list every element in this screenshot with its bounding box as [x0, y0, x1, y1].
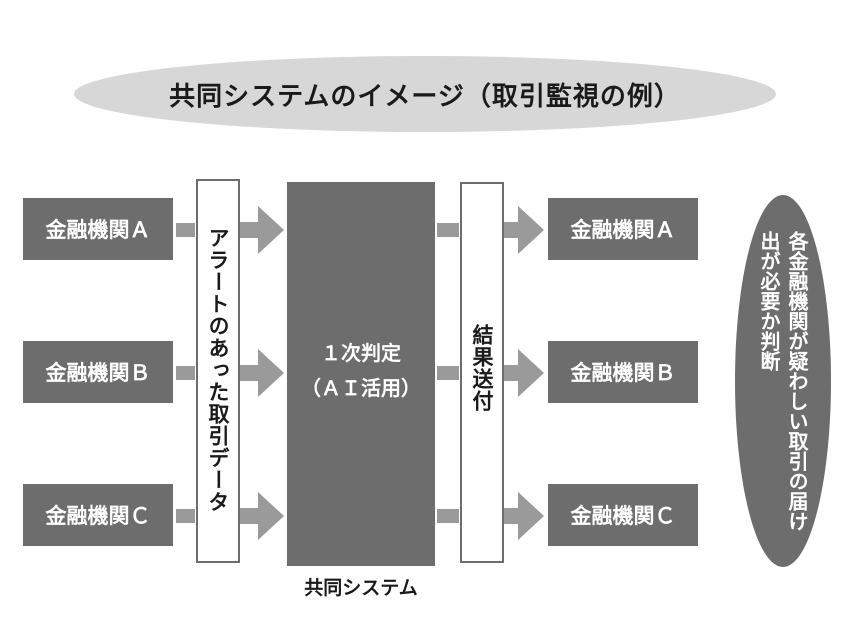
judgement-note-text: 各金融機関が疑わしい取引の届け出が必要か判断	[757, 231, 809, 531]
arrow-core-b	[437, 366, 459, 380]
arrow-right-c	[503, 492, 544, 540]
alert-data-bar: アラートのあった取引データ	[196, 179, 240, 563]
arrow-core-a	[437, 223, 459, 237]
core-system-box: １次判定 （ＡＩ活用）	[287, 182, 435, 566]
result-bar: 結果送付	[460, 182, 504, 563]
left-bank-a: 金融機関Ａ	[23, 198, 173, 260]
arrow-left-b	[176, 366, 195, 380]
arrow-mid-c	[240, 492, 284, 540]
arrow-right-a	[503, 206, 544, 254]
diagram-title: 共同システムのイメージ（取引監視の例）	[169, 81, 681, 112]
left-bank-b: 金融機関Ｂ	[23, 341, 173, 403]
arrow-left-a	[176, 223, 195, 237]
title-banner: 共同システムのイメージ（取引監視の例）	[74, 56, 776, 132]
arrow-right-b	[503, 349, 544, 397]
result-label: 結果送付	[470, 324, 494, 412]
arrow-mid-b	[240, 349, 284, 397]
arrow-mid-a	[240, 206, 284, 254]
core-line-2: （ＡＩ活用）	[301, 376, 421, 400]
alert-data-label: アラートのあった取引データ	[206, 227, 230, 513]
core-system-caption: 共同システム	[304, 577, 418, 599]
right-bank-c: 金融機関Ｃ	[548, 484, 698, 546]
right-bank-a: 金融機関Ａ	[548, 198, 698, 260]
arrow-left-c	[176, 509, 195, 523]
right-bank-b: 金融機関Ｂ	[548, 341, 698, 403]
left-bank-c: 金融機関Ｃ	[23, 484, 173, 546]
arrow-core-c	[437, 509, 459, 523]
judgement-note: 各金融機関が疑わしい取引の届け出が必要か判断	[735, 195, 831, 567]
core-line-1: １次判定	[321, 341, 401, 365]
